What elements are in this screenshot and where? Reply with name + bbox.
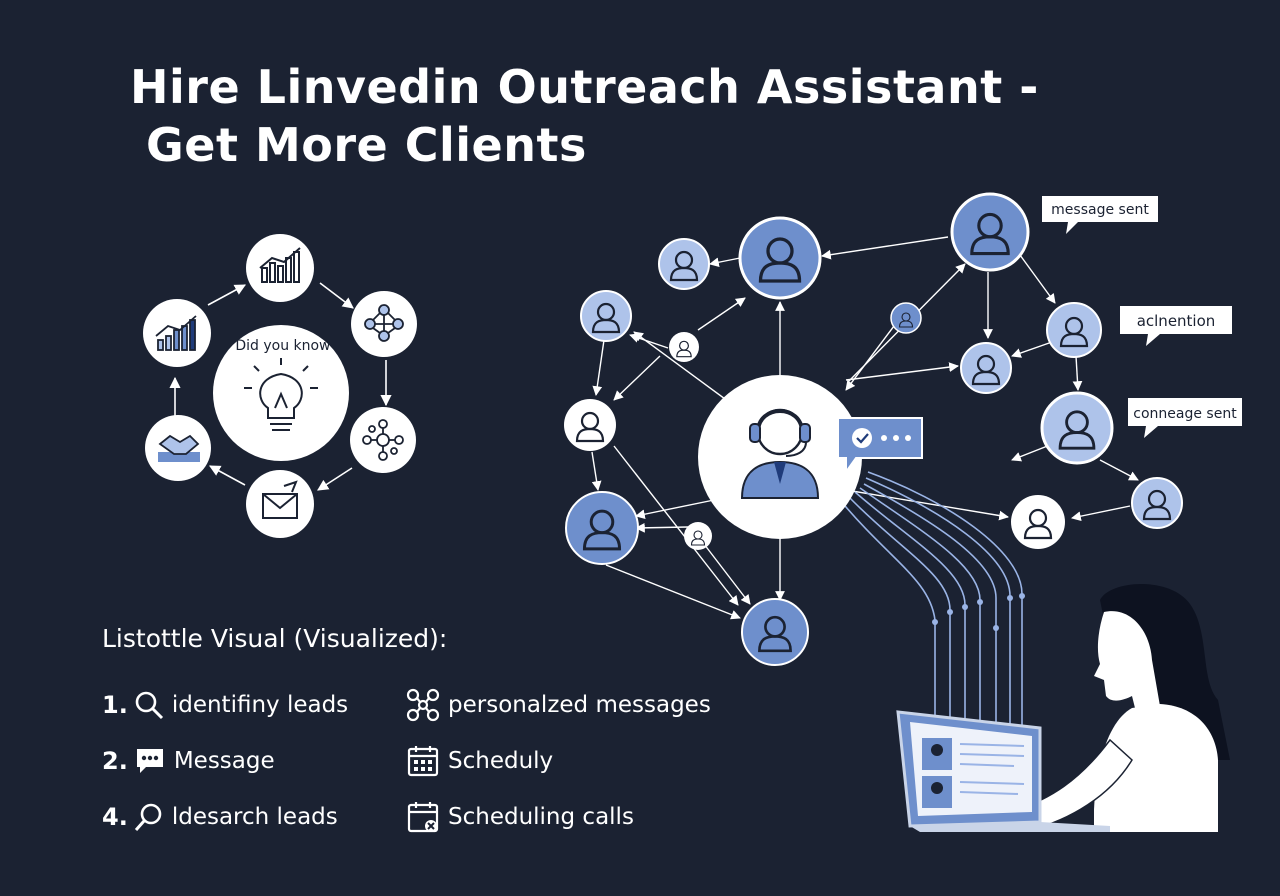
contact-node	[1011, 495, 1065, 549]
title-line-1: Hire Linvedin Outreach Assistant -	[130, 60, 1039, 114]
calendar-x-icon	[407, 802, 439, 833]
bar-chart-icon	[259, 247, 301, 283]
speech-bubble-3: conneage sent	[1128, 398, 1242, 438]
list-label: Message	[173, 748, 275, 774]
title-line-2: Get More Clients	[146, 118, 587, 172]
list-label: personalzed messages	[448, 692, 711, 718]
envelope-icon	[262, 480, 298, 519]
list-label: identifiny leads	[171, 692, 349, 718]
speech-bubble-1: message sent	[1042, 196, 1158, 234]
list-item-scheduling-calls: Scheduling calls	[406, 797, 634, 837]
contact-node	[1131, 477, 1183, 529]
list-item-scheduly: Scheduly	[406, 741, 553, 781]
chart-node	[246, 234, 314, 302]
list-item-personalized-messages: personalzed messages	[406, 685, 711, 725]
calendar-icon	[407, 746, 439, 777]
contact-node	[564, 399, 616, 451]
contact-node	[960, 342, 1012, 394]
contact-node	[1040, 391, 1114, 465]
contact-node-small	[684, 522, 712, 550]
bubble-text-1: message sent	[1051, 202, 1149, 218]
process-cycle: 'Did you know	[143, 234, 417, 538]
list-label: ldesarch leads	[171, 804, 338, 830]
contact-node	[950, 192, 1030, 272]
contact-node	[741, 598, 809, 666]
headset-agent-icon	[740, 408, 820, 499]
chat-icon	[136, 749, 163, 773]
user-at-laptop-illustration	[896, 584, 1230, 832]
list-item-research-leads: 4. ldesarch leads	[102, 797, 338, 837]
list-item-message: 2. Message	[102, 741, 275, 781]
search-icon	[135, 691, 163, 720]
contact-node-small	[669, 332, 699, 362]
list-number: 4.	[102, 803, 128, 831]
network-node	[351, 291, 417, 357]
handshake-icon	[158, 434, 200, 462]
list-heading: Listottle Visual (Visualized):	[102, 624, 448, 653]
list-number: 2.	[102, 747, 128, 775]
handshake-node	[145, 415, 211, 481]
list-item-identify-leads: 1. identifiny leads	[102, 685, 348, 725]
page-title: Hire Linvedin Outreach Assistant - Get M…	[130, 58, 1039, 174]
search-icon	[134, 803, 162, 831]
chat-bubble-icon	[837, 417, 923, 476]
outreach-network: message sent aclnention conneage sent	[564, 192, 1242, 770]
contact-node	[1046, 302, 1102, 358]
growth-node	[143, 299, 211, 367]
mail-node	[246, 470, 314, 538]
lightbulb-icon	[244, 358, 318, 431]
speech-bubble-2: aclnention	[1120, 306, 1232, 346]
contact-node-small	[890, 302, 922, 334]
network-icon	[406, 688, 440, 722]
list-label: Scheduling calls	[448, 804, 634, 830]
bubble-text-3: conneage sent	[1133, 406, 1237, 422]
list-number: 1.	[102, 691, 128, 719]
assistant-node	[698, 375, 862, 539]
molecule-icon	[362, 419, 404, 461]
data-stream-lines	[839, 471, 1023, 770]
contact-node	[580, 290, 632, 342]
cycle-center-label: 'Did you know	[231, 338, 330, 354]
growth-chart-icon	[155, 315, 197, 351]
contact-node	[565, 491, 639, 565]
list-label: Scheduly	[448, 748, 554, 774]
molecule-node	[350, 407, 416, 473]
hub-icon	[364, 304, 404, 342]
contact-node	[738, 216, 822, 300]
bubble-text-2: aclnention	[1137, 312, 1216, 330]
contact-node	[658, 238, 710, 290]
